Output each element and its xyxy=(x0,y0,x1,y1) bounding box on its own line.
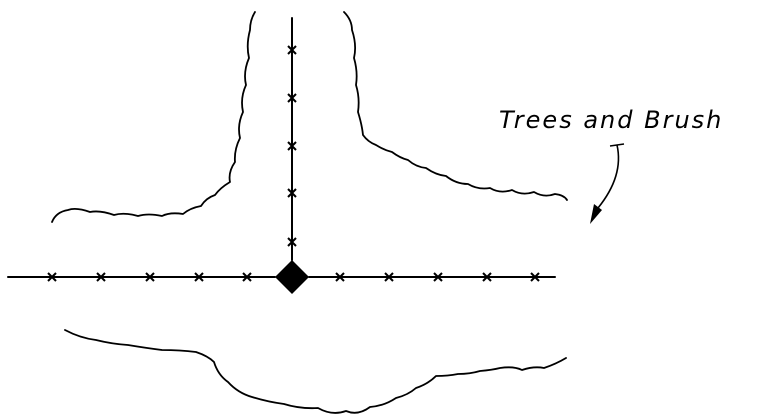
fence-post-icon xyxy=(287,141,297,151)
fence-post-icon xyxy=(433,272,443,282)
fence-post-icon xyxy=(384,272,394,282)
fence-post-icon xyxy=(145,272,155,282)
vegetation-edge-lower xyxy=(64,329,567,414)
fence-post-icon xyxy=(242,272,252,282)
fence-lines xyxy=(7,17,556,278)
fence-post-icon xyxy=(287,45,297,55)
fence-post-icon xyxy=(530,272,540,282)
fence-post-icon xyxy=(287,93,297,103)
fence-post-icon xyxy=(47,272,57,282)
fence-post-icon xyxy=(335,272,345,282)
vegetation-edge-upper-left xyxy=(51,11,256,223)
fence-post-markers xyxy=(47,45,540,282)
fence-post-icon xyxy=(287,237,297,247)
junction-diamond-icon xyxy=(275,260,309,294)
fence-post-icon xyxy=(287,188,297,198)
vegetation-label: Trees and Brush xyxy=(499,106,723,134)
leader-arrow-icon xyxy=(590,143,625,224)
vegetation-boundaries xyxy=(51,11,568,414)
vegetation-edge-upper-right xyxy=(343,11,568,201)
fence-post-icon xyxy=(482,272,492,282)
fence-post-icon xyxy=(96,272,106,282)
fence-post-icon xyxy=(194,272,204,282)
